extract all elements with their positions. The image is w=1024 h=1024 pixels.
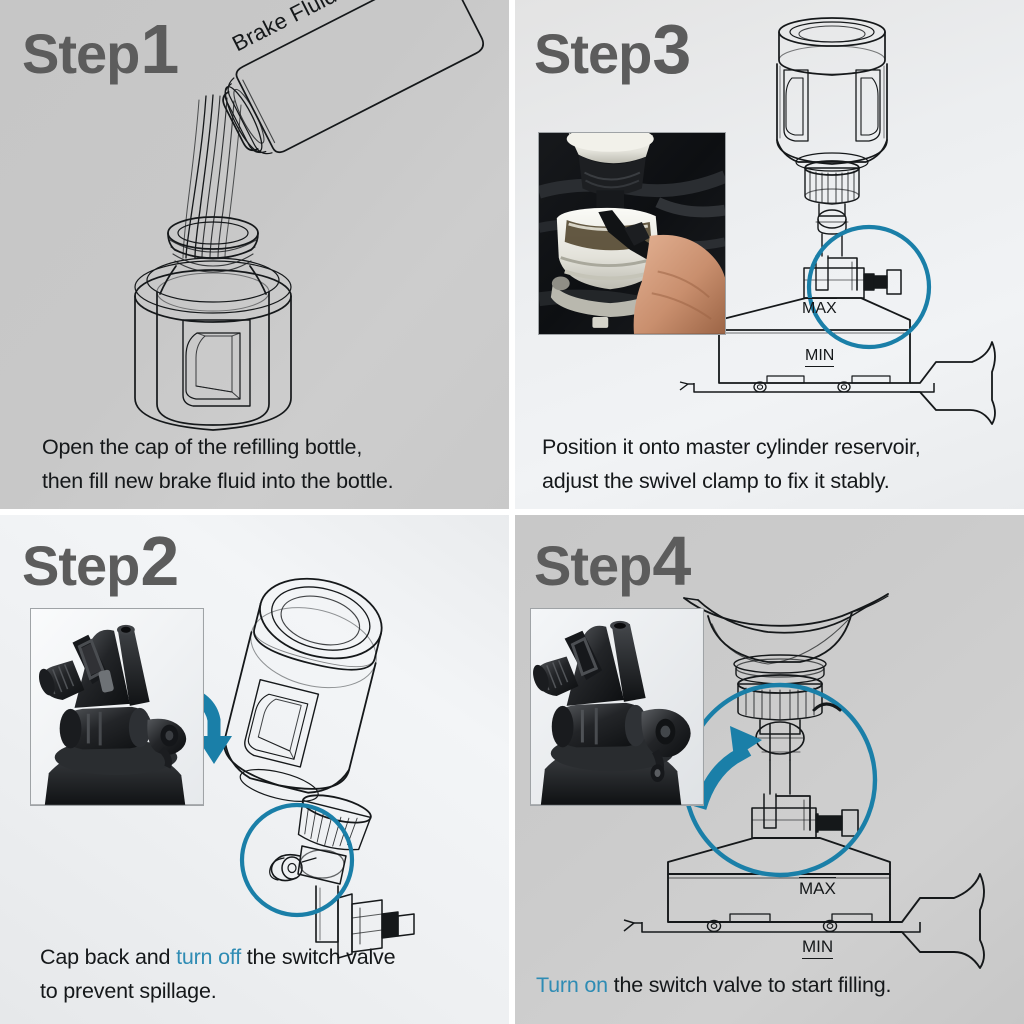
step-1-illustration: [134, 0, 484, 431]
step-2-photo-valve-off: [31, 609, 203, 805]
step-4-max-label: MAX: [799, 877, 836, 898]
step-4-photo-inset: [530, 608, 704, 806]
step-1-heading: Step1: [22, 14, 179, 85]
step-3-photo-engine-bay: [539, 133, 725, 334]
step-3-highlight-circle: [806, 224, 932, 350]
step-3-photo-inset: [538, 132, 726, 335]
step-2-caption-line-2: to prevent spillage.: [40, 978, 217, 1003]
step-4-caption-line-1: Turn on the switch valve to start fillin…: [536, 969, 1006, 1002]
step-2-panel: Step2 off Cap back and turn off the swit…: [0, 512, 512, 1024]
step-4-min-label: MIN: [802, 937, 834, 959]
step-2-photo-inset: [30, 608, 204, 806]
panel-divider-horizontal: [0, 509, 1024, 515]
step-2-caption-line-1: Cap back and turn off the switch valve: [40, 941, 494, 974]
step-4-open-arc: [812, 702, 842, 712]
step-4-caption-highlight: Turn on: [536, 972, 608, 997]
step-1-caption: Open the cap of the refilling bottle, th…: [42, 431, 494, 498]
step-4-caption: Turn on the switch valve to start fillin…: [536, 969, 1006, 1002]
step-3-caption: Position it onto master cylinder reservo…: [542, 431, 1006, 498]
step-3-max-label: MAX: [802, 298, 837, 317]
step-4-heading: Step4: [534, 526, 691, 597]
step-1-heading-number: 1: [140, 10, 179, 88]
step-4-on-arrow: [693, 726, 762, 810]
step-3-heading-number: 3: [652, 10, 691, 88]
step-4-photo-valve-on: [531, 609, 703, 805]
step-2-heading: Step2: [22, 526, 179, 597]
step-1-caption-line-2: then fill new brake fluid into the bottl…: [42, 468, 394, 493]
step-4-panel: Step4 on OPEN MAX MIN Turn on the switch…: [512, 512, 1024, 1024]
step-1-panel: Step1 Brake Fluid Open the cap of the re…: [0, 0, 512, 512]
step-2-highlight-circle: [239, 802, 355, 918]
step-2-caption-post: the switch valve: [241, 945, 396, 970]
step-4-heading-word: Step: [534, 534, 652, 597]
step-1-heading-word: Step: [22, 22, 140, 85]
step-3-panel: Step3 MAX MIN Position it onto master cy…: [512, 0, 1024, 512]
step-4-caption-post: the switch valve to start filling.: [607, 972, 892, 997]
step-2-heading-word: Step: [22, 534, 140, 597]
step-3-caption-line-2: adjust the swivel clamp to fix it stably…: [542, 468, 890, 493]
step-3-caption-line-1: Position it onto master cylinder reservo…: [542, 435, 921, 460]
step-2-caption: Cap back and turn off the switch valve t…: [40, 941, 494, 1008]
step-2-heading-number: 2: [140, 522, 179, 600]
step-3-illustration: [679, 17, 996, 425]
step-3-heading-word: Step: [534, 22, 652, 85]
step-4-heading-number: 4: [652, 522, 691, 600]
step-1-caption-line-1: Open the cap of the refilling bottle,: [42, 435, 363, 460]
step-3-min-label: MIN: [805, 347, 835, 367]
step-2-caption-pre: Cap back and: [40, 945, 177, 970]
step-3-heading: Step3: [534, 14, 691, 85]
step-2-caption-highlight: turn off: [176, 945, 241, 970]
